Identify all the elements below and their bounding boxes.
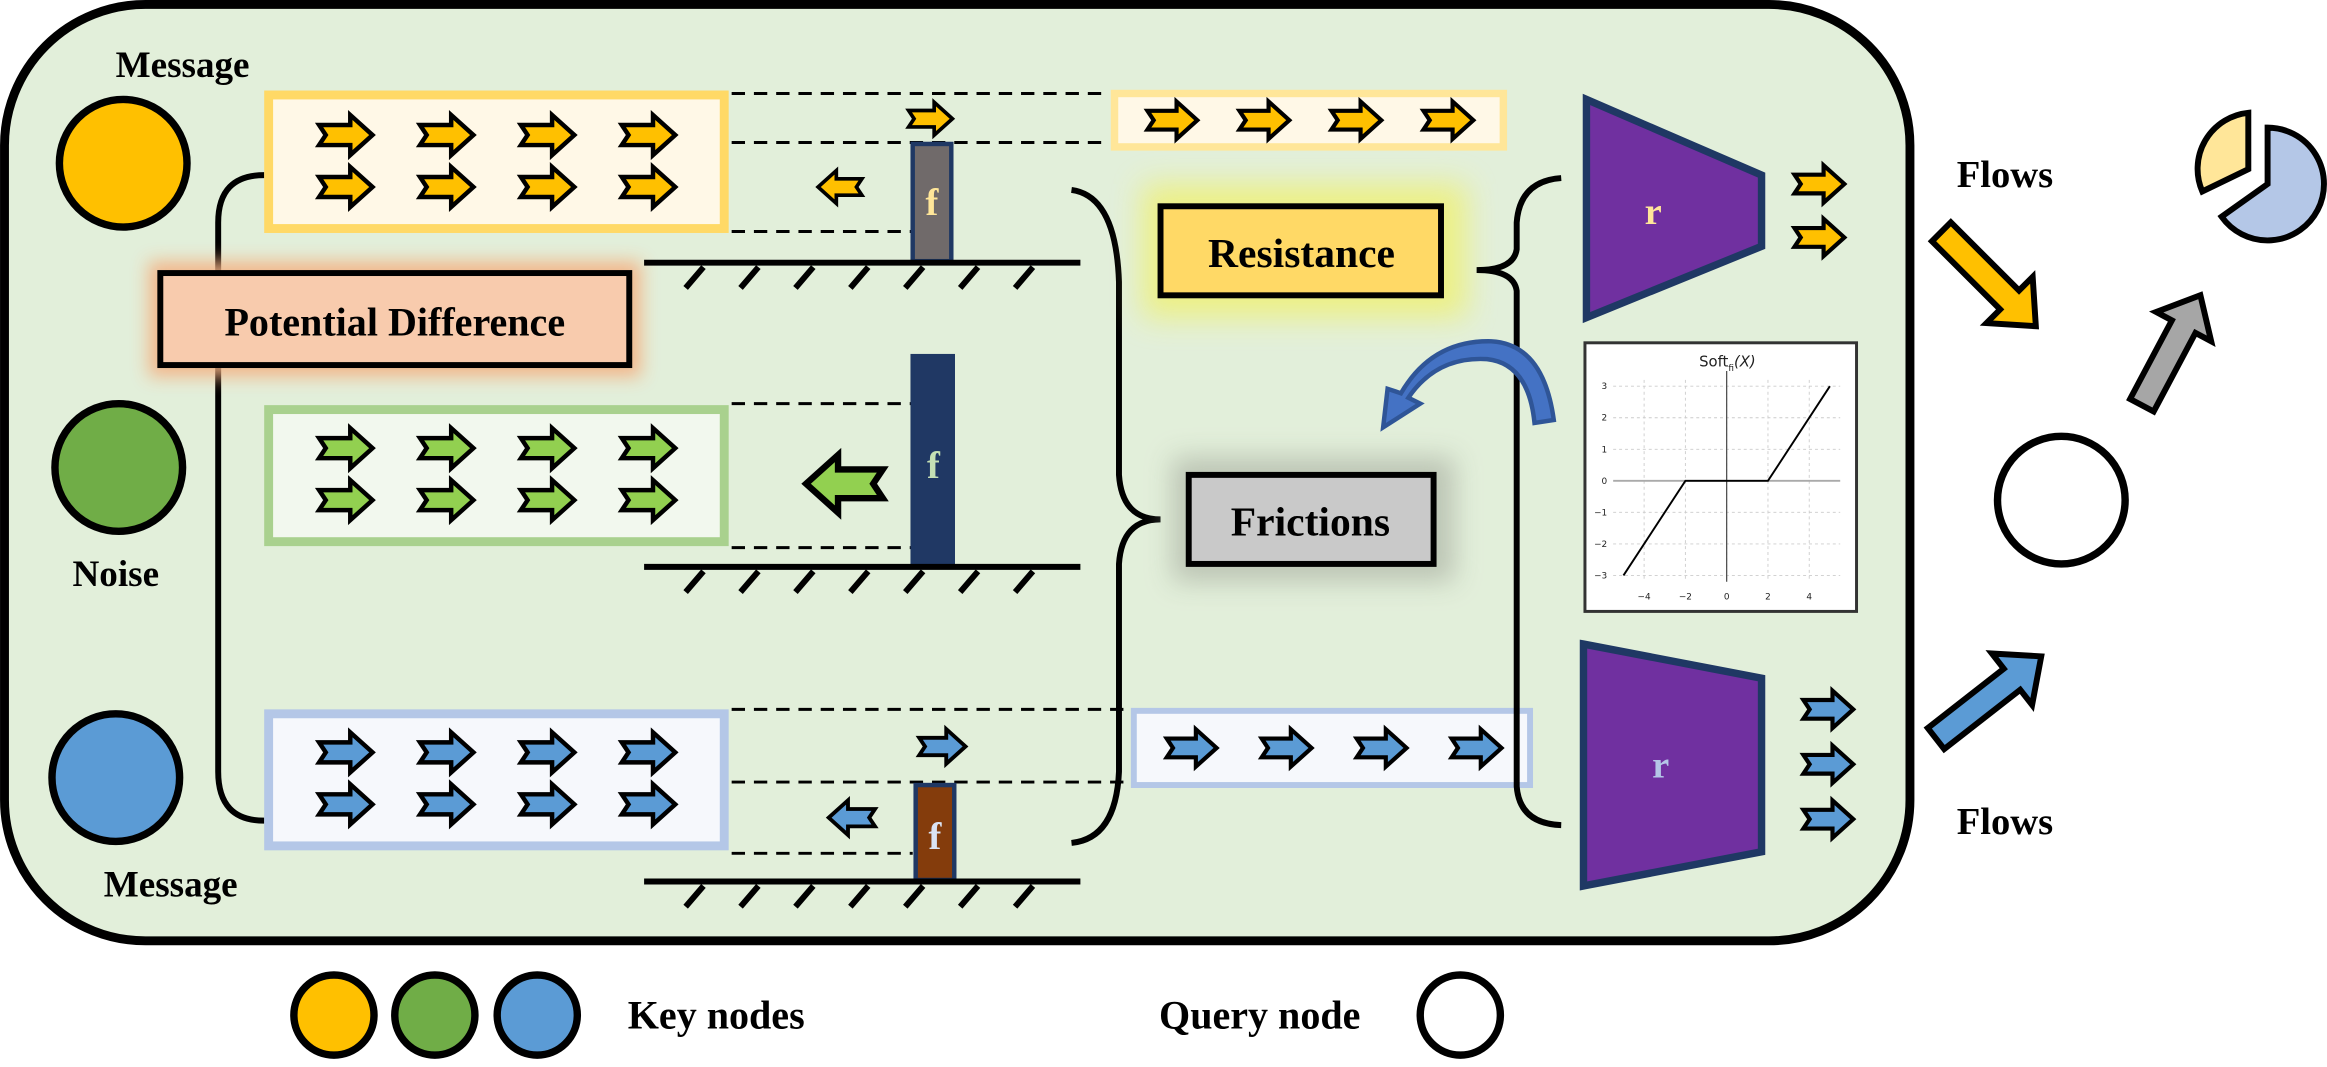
legend: Key nodes Query node (290, 971, 1505, 1059)
message-node-bottom (48, 710, 184, 846)
hatch-mark (957, 265, 981, 290)
noise-node (51, 399, 187, 535)
hatch-mark (738, 884, 761, 909)
message-bottom-label: Message (104, 864, 238, 905)
chart-title: Softfi(X) (1699, 354, 1756, 374)
stream-noise: f (264, 353, 1081, 595)
hatch-mark (1012, 569, 1036, 595)
query-node (1993, 432, 2129, 568)
stream-message-bottom: f (264, 707, 1534, 909)
x-tick-label: −2 (1679, 593, 1692, 603)
message-node-top (55, 95, 191, 231)
ground-hatch (683, 265, 1036, 290)
x-tick-label: 4 (1806, 593, 1812, 603)
ground-hatch (683, 884, 1036, 909)
resistance-block-top (1582, 93, 1766, 324)
pie-chart-icon (2194, 109, 2327, 244)
frictions-bracket (1070, 187, 1161, 846)
y-tick-label: −1 (1594, 508, 1607, 518)
y-tick-label: 2 (1602, 414, 1608, 424)
friction-symbol: f (927, 445, 941, 487)
flows-top-label: Flows (1957, 154, 2053, 196)
feedback-arrow-icon (1380, 339, 1557, 432)
noise-label: Noise (73, 554, 160, 595)
hatch-mark (683, 569, 706, 595)
y-tick-label: 0 (1602, 477, 1608, 487)
hatch-mark (793, 265, 816, 290)
friction-symbol: f (926, 182, 940, 224)
left-bracket (215, 172, 265, 824)
y-tick-label: −3 (1594, 571, 1607, 581)
hatch-mark (848, 265, 871, 290)
legend-query-node-label: Query node (1159, 992, 1360, 1037)
input-box-green (264, 405, 729, 547)
hatch-mark (903, 569, 926, 595)
resistance-symbol: r (1652, 745, 1669, 787)
legend-query-node (1416, 971, 1505, 1059)
y-tick-label: −2 (1594, 540, 1607, 550)
hatch-mark (793, 884, 816, 909)
flows-bottom-label: Flows (1957, 801, 2053, 843)
resistance-block-bottom (1579, 639, 1766, 891)
message-top-label: Message (116, 45, 250, 86)
hatch-mark (848, 884, 871, 909)
hatch-mark (1012, 265, 1036, 290)
hatch-mark (683, 884, 706, 909)
resistance-label: Resistance (1208, 230, 1395, 276)
hatch-mark (793, 569, 816, 595)
friction-symbol: f (929, 816, 943, 858)
flow-arrow-blue-icon (1923, 650, 2045, 754)
x-tick-label: 0 (1724, 593, 1730, 603)
resistance-box (1157, 203, 1444, 299)
frictions-label: Frictions (1231, 499, 1390, 545)
soft-threshold-chart: Softfi(X) −4 −2 0 2 4 −3 −2 −1 0 1 2 3 (1583, 341, 1859, 613)
flow-arrow-yellow-icon (1927, 218, 2040, 330)
x-tick-label: −4 (1638, 593, 1651, 603)
x-tick-label: 2 (1765, 593, 1771, 603)
hatch-mark (903, 884, 926, 909)
hatch-mark (848, 569, 871, 595)
legend-key-node-green (391, 971, 479, 1059)
y-tick-label: 1 (1602, 445, 1608, 455)
hatch-mark (738, 569, 761, 595)
hatch-mark (683, 265, 706, 290)
potential-difference-box (157, 270, 633, 369)
hatch-mark (738, 265, 761, 290)
legend-key-node-blue (493, 971, 582, 1059)
input-box-yellow (264, 90, 729, 233)
input-box-blue (264, 709, 729, 851)
hatch-mark (903, 265, 926, 290)
legend-key-nodes-label: Key nodes (628, 992, 805, 1037)
hatch-mark (957, 569, 981, 595)
y-tick-label: 3 (1602, 382, 1608, 392)
frictions-box (1185, 471, 1437, 567)
hatch-mark (957, 884, 981, 909)
resistance-symbol: r (1645, 191, 1662, 233)
output-arrow-gray-icon (2126, 291, 2216, 416)
hatch-mark (1012, 884, 1036, 909)
stream-message-top: f (264, 89, 1508, 290)
potential-difference-label: Potential Difference (224, 299, 565, 344)
series-line-soft-threshold (1622, 385, 1831, 576)
ground-hatch (683, 569, 1036, 595)
legend-key-node-yellow (290, 971, 378, 1059)
